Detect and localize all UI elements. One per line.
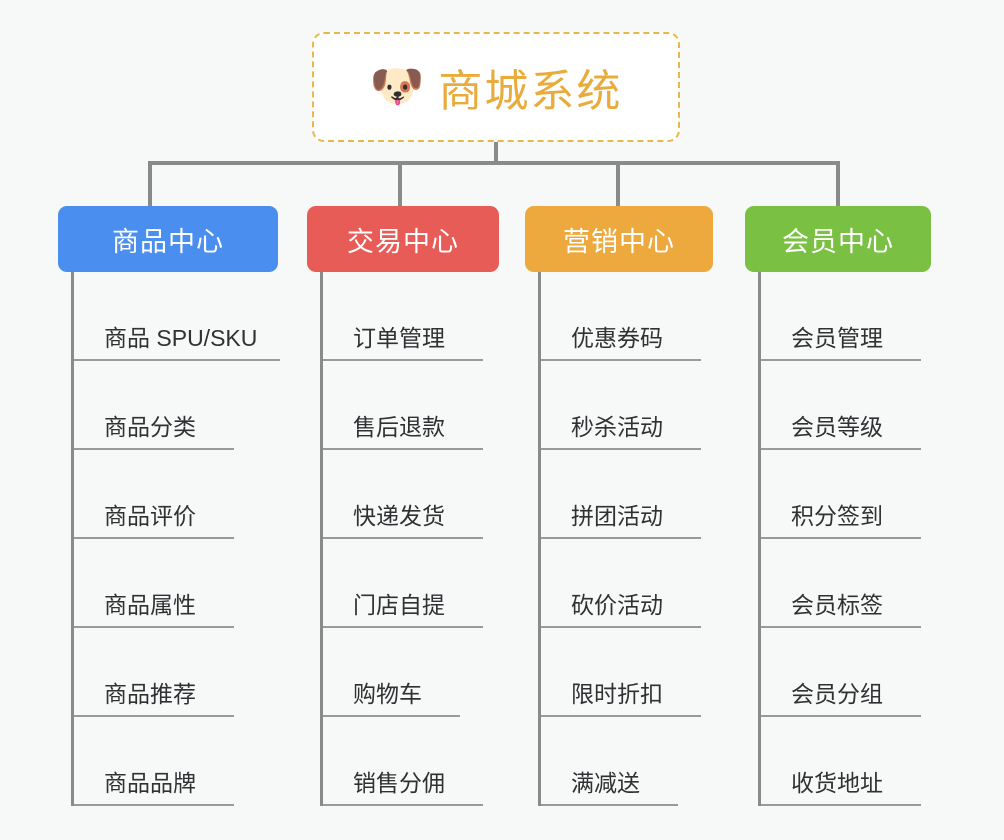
connector-drop-0	[148, 161, 152, 207]
leaf-item-label: 商品属性	[104, 591, 196, 618]
leaf-item[interactable]: 积分签到	[761, 450, 931, 539]
leaf-item-underline	[74, 359, 280, 361]
leaf-item-underline	[323, 537, 483, 539]
leaf-item[interactable]: 购物车	[323, 628, 499, 717]
connector-drop-1	[398, 161, 402, 207]
leaf-item-label: 商品推荐	[104, 680, 196, 707]
category-children: 订单管理售后退款快递发货门店自提购物车销售分佣	[320, 272, 499, 806]
leaf-item-label: 商品分类	[104, 413, 196, 440]
category-column: 营销中心优惠券码秒杀活动拼团活动砍价活动限时折扣满减送	[525, 206, 713, 806]
leaf-item-label: 会员管理	[791, 324, 883, 351]
leaf-item[interactable]: 商品品牌	[74, 717, 278, 806]
leaf-item-underline	[761, 448, 921, 450]
category-header[interactable]: 交易中心	[307, 206, 499, 272]
leaf-item[interactable]: 拼团活动	[541, 450, 713, 539]
leaf-item-underline	[541, 537, 701, 539]
leaf-item[interactable]: 商品属性	[74, 539, 278, 628]
leaf-item-label: 售后退款	[353, 413, 445, 440]
leaf-item-underline	[323, 626, 483, 628]
leaf-item[interactable]: 砍价活动	[541, 539, 713, 628]
leaf-item-underline	[541, 359, 701, 361]
leaf-item-underline	[541, 448, 701, 450]
leaf-item-underline	[323, 448, 483, 450]
leaf-item-label: 会员标签	[791, 591, 883, 618]
leaf-item-label: 满减送	[571, 769, 640, 796]
category-header-label: 会员中心	[782, 226, 894, 257]
leaf-item-label: 销售分佣	[353, 769, 445, 796]
leaf-item-underline	[761, 626, 921, 628]
leaf-item[interactable]: 会员等级	[761, 361, 931, 450]
category-header[interactable]: 商品中心	[58, 206, 278, 272]
leaf-item[interactable]: 满减送	[541, 717, 713, 806]
category-children: 商品 SPU/SKU 商品分类商品评价商品属性商品推荐商品品牌	[71, 272, 280, 806]
leaf-item-label: 商品评价	[104, 502, 196, 529]
leaf-item-underline	[761, 537, 921, 539]
connector-drop-3	[836, 161, 840, 207]
leaf-item-label: 会员分组	[791, 680, 883, 707]
leaf-item-label: 秒杀活动	[571, 413, 663, 440]
root-node-label: 商城系统	[438, 67, 623, 116]
connector-drop-2	[616, 161, 620, 207]
leaf-item[interactable]: 商品评价	[74, 450, 278, 539]
leaf-item-label: 积分签到	[791, 502, 883, 529]
leaf-item-label: 优惠券码	[571, 324, 663, 351]
category-children: 优惠券码秒杀活动拼团活动砍价活动限时折扣满减送	[538, 272, 713, 806]
leaf-item[interactable]: 订单管理	[323, 272, 499, 361]
leaf-item-underline	[541, 804, 678, 806]
leaf-item[interactable]: 售后退款	[323, 361, 499, 450]
leaf-item[interactable]: 商品分类	[74, 361, 278, 450]
leaf-item-label: 门店自提	[353, 591, 445, 618]
leaf-item-label: 会员等级	[791, 413, 883, 440]
category-children: 会员管理会员等级积分签到会员标签会员分组收货地址	[758, 272, 931, 806]
leaf-item-underline	[323, 359, 483, 361]
leaf-item-label: 商品品牌	[104, 769, 196, 796]
leaf-item-underline	[541, 626, 701, 628]
category-column: 会员中心会员管理会员等级积分签到会员标签会员分组收货地址	[745, 206, 931, 806]
leaf-item-underline	[541, 715, 701, 717]
leaf-item[interactable]: 秒杀活动	[541, 361, 713, 450]
leaf-item-underline	[74, 537, 234, 539]
leaf-item[interactable]: 会员分组	[761, 628, 931, 717]
leaf-item[interactable]: 商品推荐	[74, 628, 278, 717]
leaf-item-label: 拼团活动	[571, 502, 663, 529]
root-node[interactable]: 🐶 商城系统	[312, 32, 680, 142]
leaf-item[interactable]: 商品 SPU/SKU	[74, 272, 280, 361]
category-column: 商品中心商品 SPU/SKU 商品分类商品评价商品属性商品推荐商品品牌	[58, 206, 280, 806]
leaf-item-label: 订单管理	[353, 324, 445, 351]
leaf-item[interactable]: 销售分佣	[323, 717, 499, 806]
category-header[interactable]: 营销中心	[525, 206, 713, 272]
leaf-item[interactable]: 会员管理	[761, 272, 931, 361]
category-column: 交易中心订单管理售后退款快递发货门店自提购物车销售分佣	[307, 206, 499, 806]
category-header-label: 营销中心	[563, 226, 675, 257]
leaf-item[interactable]: 限时折扣	[541, 628, 713, 717]
connector-horizontal-bus	[148, 161, 840, 165]
leaf-item-underline	[74, 448, 234, 450]
shiba-dog-face-icon: 🐶	[369, 62, 425, 111]
leaf-item-label: 收货地址	[791, 769, 883, 796]
leaf-item[interactable]: 优惠券码	[541, 272, 713, 361]
leaf-item-underline	[761, 804, 921, 806]
leaf-item-label: 快递发货	[353, 502, 445, 529]
leaf-item-label: 商品 SPU/SKU	[104, 324, 258, 351]
connector-root-stem	[494, 142, 498, 164]
leaf-item-underline	[74, 626, 234, 628]
leaf-item-underline	[761, 359, 921, 361]
leaf-item-label: 购物车	[353, 680, 422, 707]
leaf-item-underline	[323, 804, 483, 806]
category-header-label: 交易中心	[347, 226, 459, 257]
leaf-item-underline	[74, 715, 234, 717]
leaf-item-underline	[74, 804, 234, 806]
leaf-item[interactable]: 收货地址	[761, 717, 931, 806]
leaf-item-underline	[761, 715, 921, 717]
leaf-item[interactable]: 快递发货	[323, 450, 499, 539]
leaf-item[interactable]: 门店自提	[323, 539, 499, 628]
leaf-item-underline	[323, 715, 460, 717]
category-header-label: 商品中心	[112, 226, 224, 257]
category-header[interactable]: 会员中心	[745, 206, 931, 272]
leaf-item-label: 砍价活动	[571, 591, 663, 618]
leaf-item[interactable]: 会员标签	[761, 539, 931, 628]
leaf-item-label: 限时折扣	[571, 680, 663, 707]
